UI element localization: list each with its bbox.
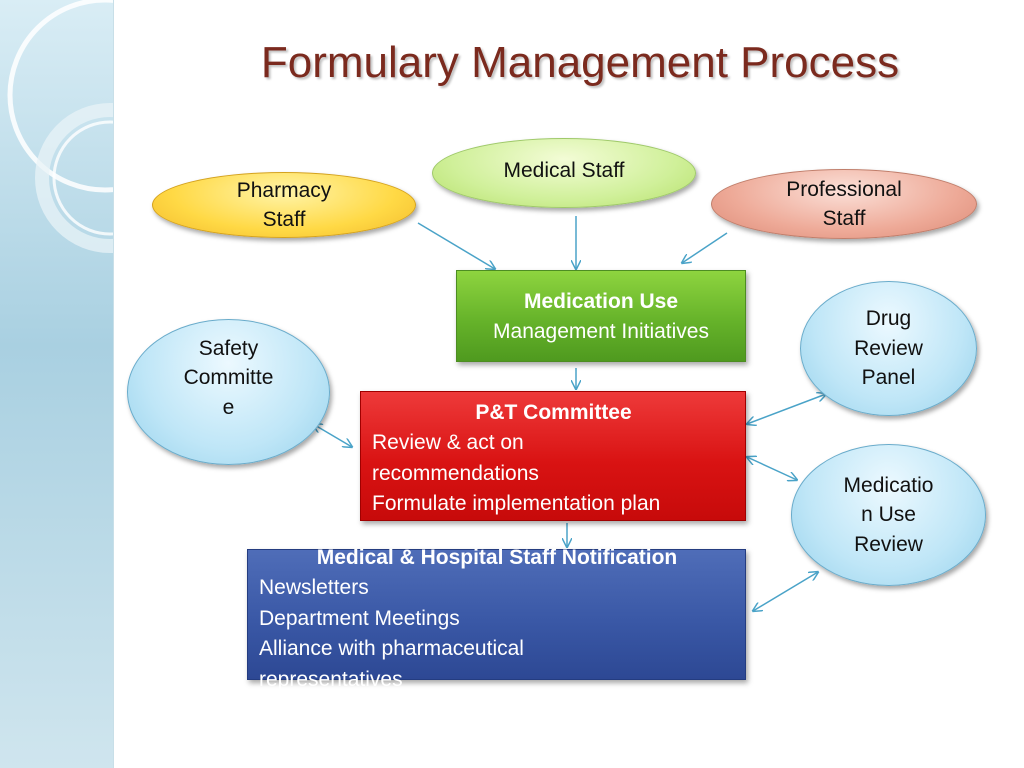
decorative-circles bbox=[7, 0, 113, 253]
pharmacy-staff-node: Pharmacy Staff bbox=[152, 172, 416, 238]
drug-review-panel-line-1: Drug bbox=[865, 307, 912, 331]
medical-staff-label: Medical Staff bbox=[503, 159, 625, 183]
sidebar-decoration bbox=[0, 0, 114, 768]
staff-notification-heading: Medical & Hospital Staff Notification bbox=[316, 546, 678, 569]
safety-committee-line-1: Safety bbox=[198, 336, 259, 360]
staff-notification-line-3: Alliance with pharmaceutical bbox=[259, 637, 524, 661]
pharmacy-staff-line-2: Staff bbox=[262, 208, 306, 231]
arrow-safety-pt bbox=[313, 424, 352, 447]
slide-title: Formulary Management Process bbox=[260, 38, 900, 87]
arrow-medication-review-notification bbox=[753, 572, 818, 611]
professional-staff-line-1: Professional bbox=[786, 177, 902, 201]
pharmacy-staff-line-1: Pharmacy bbox=[236, 178, 332, 202]
medication-use-heading: Medication Use bbox=[523, 290, 679, 313]
pt-committee-line-3: Formulate implementation plan bbox=[372, 492, 661, 516]
pt-committee-heading: P&T Committee bbox=[475, 401, 632, 424]
medication-use-box: Medication Use Management Initiatives bbox=[456, 270, 746, 362]
medical-staff-node: Medical Staff bbox=[432, 138, 696, 208]
staff-notification-box: Medical & Hospital Staff Notification Ne… bbox=[247, 546, 746, 691]
drug-review-panel-line-2: Review bbox=[854, 336, 923, 360]
professional-staff-line-2: Staff bbox=[822, 207, 866, 230]
staff-notification-line-4: representatives bbox=[259, 667, 403, 691]
arrow-professional-to-medication-use bbox=[682, 232, 728, 263]
pt-committee-line-2: recommendations bbox=[372, 461, 539, 485]
medication-use-review-line-1: Medicatio bbox=[843, 473, 934, 497]
safety-committee-line-3: e bbox=[222, 395, 235, 419]
drug-review-panel-line-3: Panel bbox=[861, 366, 916, 390]
pt-committee-line-1: Review & act on bbox=[372, 431, 524, 455]
medication-use-review-node: Medicatio n Use Review bbox=[791, 444, 986, 586]
arrow-pharmacy-to-medication-use bbox=[417, 222, 495, 269]
safety-committee-line-2: Committe bbox=[183, 366, 274, 390]
pt-committee-box: P&T Committee Review & act on recommenda… bbox=[360, 391, 746, 521]
medication-use-text: Management Initiatives bbox=[493, 320, 709, 344]
staff-notification-line-1: Newsletters bbox=[259, 576, 369, 600]
staff-notification-line-2: Department Meetings bbox=[259, 606, 460, 630]
professional-staff-node: Professional Staff bbox=[711, 169, 977, 239]
drug-review-panel-node: Drug Review Panel bbox=[800, 281, 977, 416]
safety-committee-node: Safety Committe e bbox=[127, 319, 330, 465]
medication-use-review-line-2: n Use bbox=[861, 503, 916, 527]
medication-use-review-line-3: Review bbox=[854, 532, 923, 556]
arrow-pt-medication-review bbox=[747, 457, 797, 480]
arrow-drug-review-pt bbox=[747, 394, 826, 424]
